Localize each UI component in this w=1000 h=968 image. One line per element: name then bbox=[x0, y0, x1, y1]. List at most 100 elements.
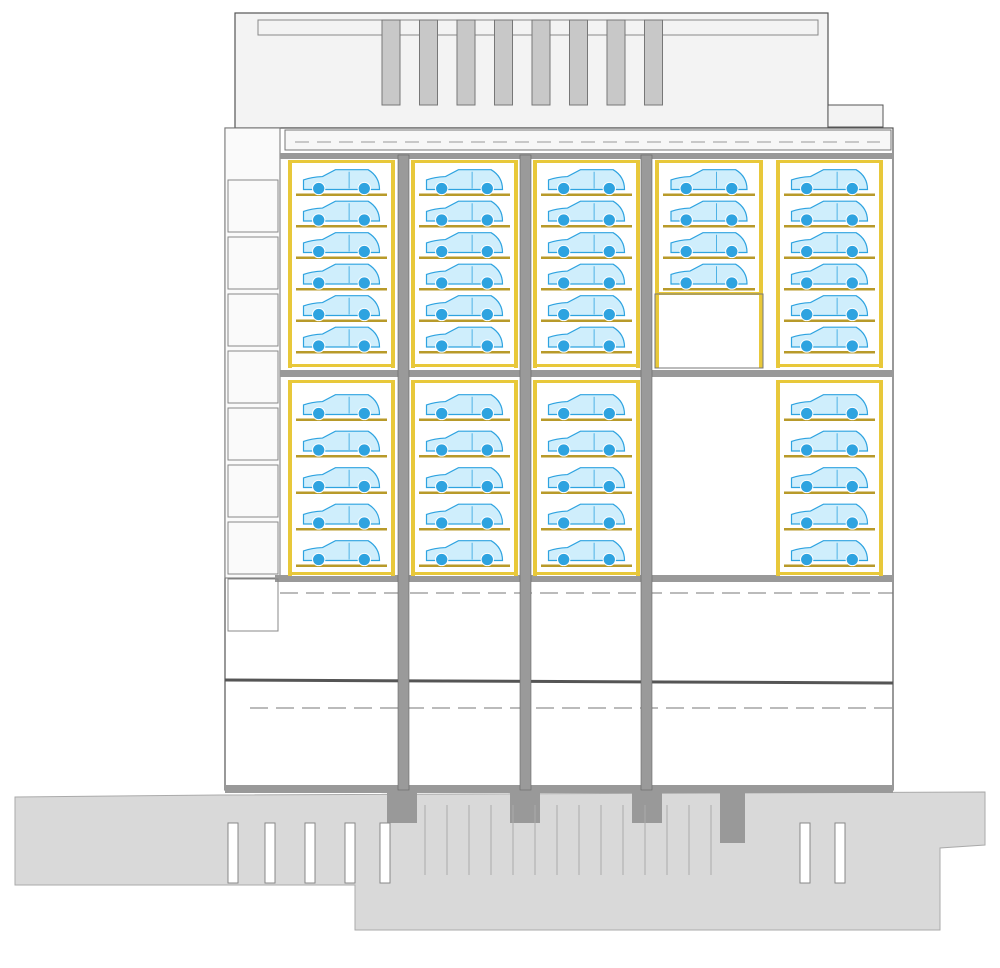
car-wheel bbox=[845, 406, 859, 421]
parking-bays bbox=[288, 160, 883, 576]
facade-window bbox=[227, 350, 279, 404]
car-wheel bbox=[357, 406, 371, 421]
car-wheel bbox=[435, 213, 449, 227]
car-wheel bbox=[602, 552, 616, 567]
car-wheel bbox=[435, 479, 449, 494]
foundation-pile bbox=[834, 822, 846, 884]
car-wheel bbox=[312, 406, 326, 421]
car-wheel bbox=[800, 479, 814, 494]
car-wheel bbox=[357, 307, 371, 322]
parking-bay bbox=[654, 160, 764, 369]
foundation-pile bbox=[799, 822, 811, 884]
rack-beam bbox=[411, 380, 518, 383]
car-wheel bbox=[557, 443, 571, 457]
foundation-pile bbox=[344, 822, 356, 884]
car-wheel bbox=[845, 213, 859, 227]
car-wheel bbox=[312, 276, 326, 290]
rack-beam bbox=[533, 364, 640, 367]
car-shelf bbox=[296, 319, 387, 322]
car-shelf bbox=[541, 418, 632, 421]
rack-post bbox=[776, 160, 780, 368]
car bbox=[425, 503, 504, 530]
roof-vent bbox=[606, 19, 626, 106]
rack-post bbox=[411, 160, 415, 368]
car-shelf bbox=[784, 491, 875, 494]
car-wheel bbox=[480, 443, 494, 457]
car-wheel bbox=[435, 552, 449, 567]
rack-post bbox=[636, 380, 640, 576]
car-wheel bbox=[312, 339, 326, 353]
car bbox=[790, 394, 869, 421]
car bbox=[302, 263, 381, 290]
car-wheel bbox=[557, 552, 571, 567]
car-wheel bbox=[557, 479, 571, 494]
foundation-pile bbox=[227, 822, 239, 884]
car bbox=[790, 169, 869, 196]
car-shelf bbox=[541, 288, 632, 291]
roof-vent bbox=[531, 19, 551, 106]
car-wheel bbox=[357, 339, 371, 353]
car-shelf bbox=[541, 351, 632, 354]
car-wheel bbox=[557, 244, 571, 259]
car bbox=[302, 295, 381, 322]
car-wheel bbox=[480, 406, 494, 421]
car-shelf bbox=[784, 256, 875, 259]
rack-beam bbox=[288, 380, 395, 383]
car bbox=[547, 467, 626, 494]
parking-bay bbox=[288, 380, 395, 576]
car-wheel bbox=[602, 516, 616, 530]
car-shelf bbox=[784, 455, 875, 458]
roof-vent bbox=[644, 19, 663, 106]
car-wheel bbox=[845, 307, 859, 322]
car-wheel bbox=[679, 276, 693, 290]
car bbox=[547, 540, 626, 567]
car-shelf bbox=[296, 455, 387, 458]
car bbox=[790, 326, 869, 353]
car-wheel bbox=[800, 339, 814, 353]
car-shelf bbox=[784, 418, 875, 421]
car bbox=[425, 394, 504, 421]
car bbox=[547, 503, 626, 530]
car-wheel bbox=[357, 552, 371, 567]
car-wheel bbox=[845, 552, 859, 567]
rack-beam bbox=[655, 160, 763, 163]
car-wheel bbox=[435, 307, 449, 322]
facade-window bbox=[227, 236, 279, 290]
car-wheel bbox=[357, 479, 371, 494]
facade-window bbox=[227, 521, 279, 575]
car bbox=[790, 200, 869, 227]
car-wheel bbox=[435, 181, 449, 196]
rack-post bbox=[879, 160, 883, 368]
rack-post bbox=[288, 380, 292, 576]
car-wheel bbox=[800, 307, 814, 322]
car bbox=[790, 503, 869, 530]
car bbox=[425, 200, 504, 227]
facade-window bbox=[227, 179, 279, 233]
car-shelf bbox=[296, 528, 387, 531]
car-wheel bbox=[435, 276, 449, 290]
car-shelf bbox=[419, 564, 510, 567]
car-wheel bbox=[679, 244, 693, 259]
column bbox=[640, 154, 653, 791]
car-wheel bbox=[800, 181, 814, 196]
car-wheel bbox=[312, 244, 326, 259]
car-wheel bbox=[725, 181, 739, 196]
rack-post bbox=[533, 380, 537, 576]
car-wheel bbox=[312, 479, 326, 494]
car-wheel bbox=[845, 443, 859, 457]
car-wheel bbox=[800, 443, 814, 457]
car-wheel bbox=[800, 244, 814, 259]
car-wheel bbox=[357, 276, 371, 290]
rack-beam bbox=[776, 380, 883, 383]
car-shelf bbox=[541, 455, 632, 458]
facade-window bbox=[227, 578, 279, 632]
car-wheel bbox=[435, 406, 449, 421]
car-wheel bbox=[602, 406, 616, 421]
car bbox=[547, 295, 626, 322]
car-shelf bbox=[541, 193, 632, 196]
car-wheel bbox=[800, 516, 814, 530]
column bbox=[519, 154, 532, 791]
car-wheel bbox=[312, 307, 326, 322]
car-shelf bbox=[419, 319, 510, 322]
car-wheel bbox=[312, 516, 326, 530]
